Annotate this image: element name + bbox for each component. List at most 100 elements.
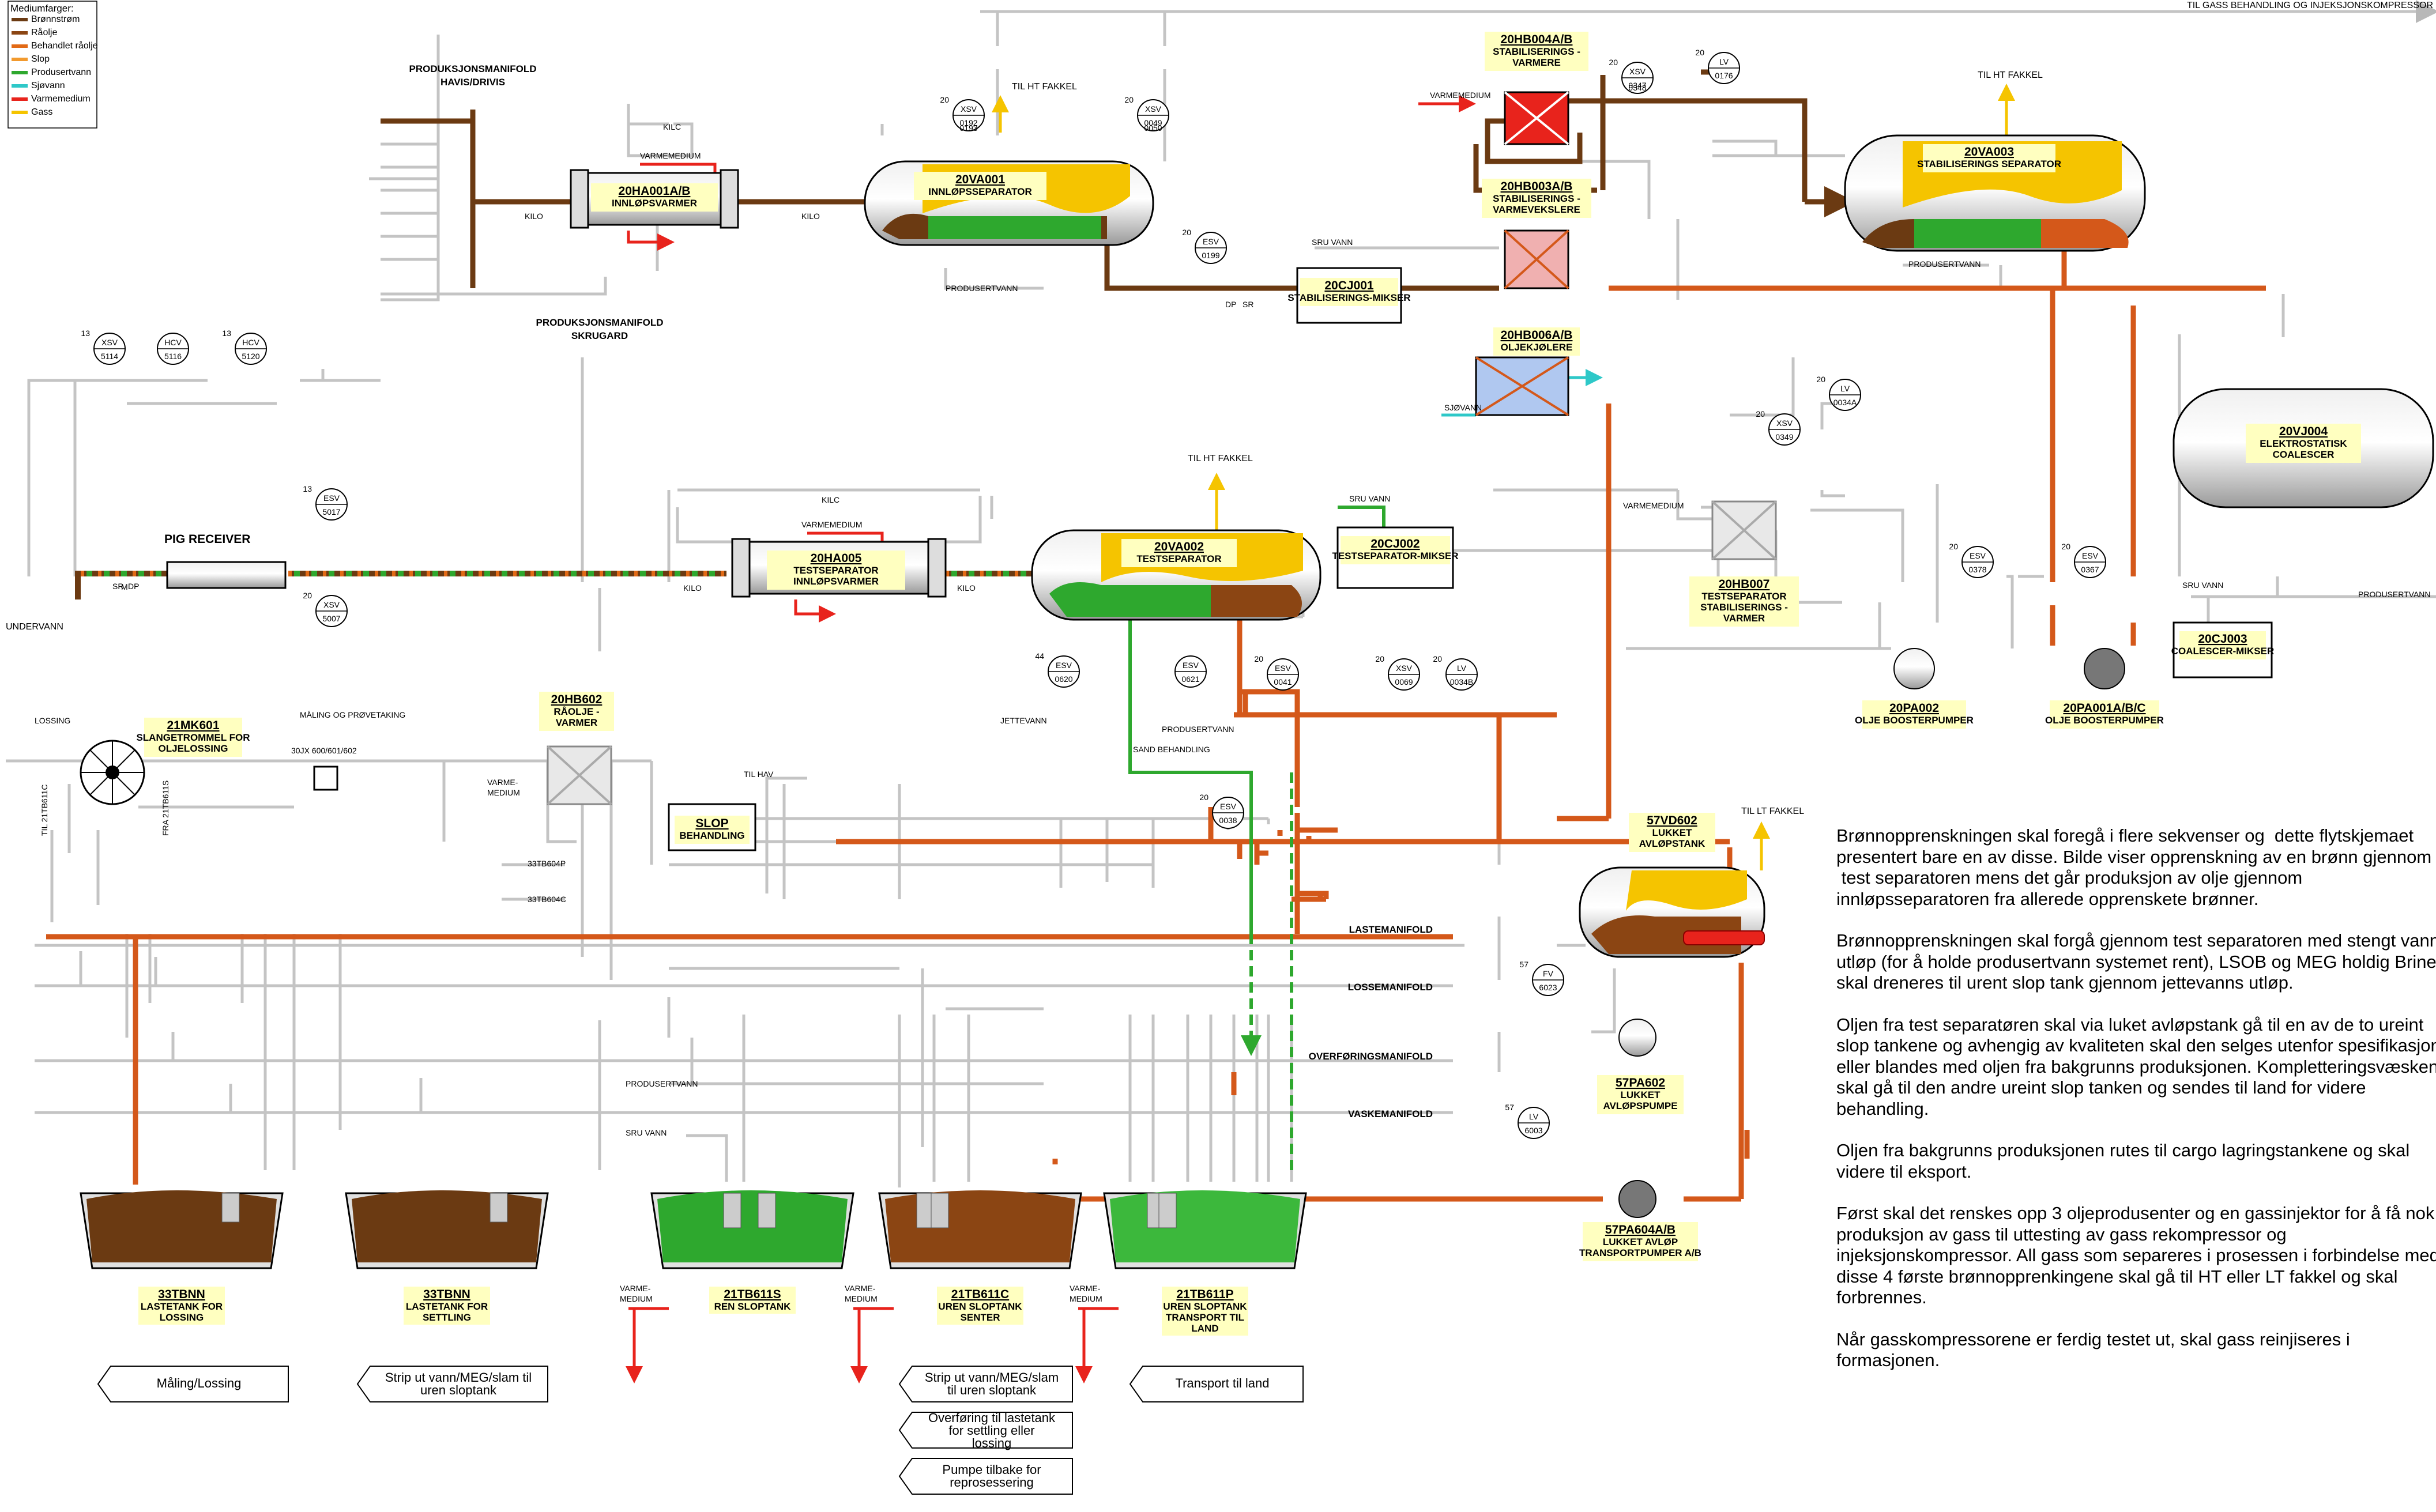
instrument-area: 20 [1609, 58, 1618, 67]
instrument-type: XSV [1629, 67, 1646, 76]
varme-medium-c-2: MEDIUM [1070, 1294, 1102, 1303]
pump-57pa602 [1618, 1019, 1656, 1057]
legend-item-label: Slop [31, 54, 50, 64]
sru-vann-label-3: SRU VANN [2182, 580, 2223, 590]
legend-item-label: Gass [31, 107, 52, 117]
equipment-tag-box [675, 816, 750, 844]
instrument-type: XSV [1776, 418, 1793, 428]
produsertvann-label-2: PRODUSERTVANN [1908, 259, 1981, 269]
tank-tag: 21TB611P [1176, 1288, 1233, 1301]
til-hav-label: TIL HAV [744, 770, 774, 779]
instrument-area: 20 [1756, 409, 1765, 418]
equipment-tag-20pa001: 20PA001A/B/C [2063, 702, 2145, 715]
instrument-id: 0367 [2081, 565, 2099, 574]
pig-to-heater-line [288, 571, 692, 576]
crude-oil-lines [381, 69, 1855, 291]
navigation-buttons[interactable]: Måling/Lossing Strip ut vann/MEG/slam til… [97, 1366, 1304, 1495]
kilc-label-2: KILC [822, 495, 839, 504]
nav-button-shape[interactable] [1129, 1366, 1304, 1402]
equipment-name-20cj002: TESTSEPARATOR-MIKSER [1332, 550, 1458, 561]
tb604c-label: 33TB604C [528, 895, 566, 904]
nav-button-shape[interactable] [898, 1412, 1073, 1449]
equipment-tag-box [1862, 700, 1966, 729]
gas-export-label: TIL GASS BEHANDLING OG INJEKSJONSKOMPRES… [2187, 1, 2433, 10]
narrative-paragraph: Brønnopprenskningen skal forgå gjennom t… [1836, 930, 2436, 993]
varme-medium-d-2: MEDIUM [487, 788, 520, 797]
instrument-type: XSV [1145, 104, 1162, 114]
equipment-tag-box [1485, 32, 1588, 71]
vessel-20va003 [1844, 134, 2146, 252]
equipment-tag-20cj003: 20CJ003 [2198, 632, 2247, 646]
undervann-line [81, 571, 173, 576]
instrument-type: ESV [1970, 551, 1986, 560]
equipment-tag-20cj001: 20CJ001 [1324, 279, 1374, 292]
instrument-area: 44 [1035, 651, 1044, 661]
legend-swatch [12, 58, 28, 61]
varme-medium-d-1: VARME- [487, 778, 518, 787]
narrative-paragraph: Når gasskompressorene er ferdig testet u… [1836, 1329, 2350, 1371]
equipment-name-20pa002: OLJE BOOSTERPUMPER [1855, 715, 1974, 726]
nav-button-shape[interactable] [97, 1366, 289, 1402]
equipment-tag-box [591, 183, 718, 212]
instrument-id: 6023 [1539, 983, 1557, 992]
instrument-area: 13 [222, 329, 231, 338]
nav-button[interactable]: Transport til land [1129, 1366, 1304, 1402]
legend-swatch [12, 84, 28, 88]
nav-button-shape[interactable] [898, 1366, 1073, 1402]
tank-tag-box [1162, 1287, 1248, 1336]
equipment-tag-21mk601: 21MK601 [167, 719, 219, 732]
instrument-type: ESV [2082, 551, 2099, 560]
undervann-riser [75, 571, 81, 599]
instrument-type: HCV [164, 338, 182, 347]
ht-flare-label-3: TIL HT FAKKEL [1978, 70, 2043, 80]
equipment-tag-box [539, 692, 614, 731]
kilo-label-1: KILO [525, 212, 543, 221]
equipment-tag-box [914, 172, 1046, 200]
legend-item-label: Behandlet råolje [31, 40, 98, 51]
equipment-tag-box [1629, 813, 1715, 852]
equipment-tag-20va001: 20VA001 [955, 173, 1005, 186]
undervann-label: UNDERVANN [6, 622, 63, 632]
equipment-tag-57vd602: 57VD602 [1647, 814, 1697, 827]
nav-button-label[interactable]: Måling/Lossing [157, 1376, 242, 1390]
equipment-tag-20va003: 20VA003 [1964, 145, 2014, 159]
nav-button-shape[interactable] [898, 1458, 1073, 1495]
instrument-type: XSV [101, 338, 118, 347]
sjovann-label: SJØVANN [1444, 403, 1482, 412]
instrument-area: 13 [81, 329, 90, 338]
tank-tag: 33TBNN [158, 1288, 205, 1301]
equipment-tag-20vj004: 20VJ004 [2279, 425, 2328, 438]
seawater-lines [1441, 369, 1603, 417]
vaske-manifold-label: VASKEMANIFOLD [1348, 1108, 1433, 1119]
legend-swatch [12, 111, 28, 114]
instrument-type: FV [1543, 969, 1554, 978]
nav-button-shape[interactable] [356, 1366, 548, 1402]
jx-label: 30JX 600/601/602 [291, 746, 357, 755]
nav-button[interactable]: Måling/Lossing [97, 1366, 289, 1402]
produsertvann-label-3: PRODUSERTVANN [1162, 725, 1234, 734]
equipment-tag-box [1597, 1075, 1684, 1114]
tank-tag: 33TBNN [423, 1288, 470, 1301]
equipment-tag-box [1923, 144, 2055, 172]
instrument-type: XSV [323, 600, 340, 609]
instrument-type: LV [1719, 57, 1729, 66]
prod-manifold-title: PRODUKSJONSMANIFOLD [409, 63, 536, 74]
nav-button-label[interactable]: Transport til land [1175, 1376, 1269, 1390]
instrument-faded-id: 0348 [1628, 83, 1646, 92]
kilo-label-4: KILO [957, 583, 976, 593]
legend-box [7, 1, 97, 129]
